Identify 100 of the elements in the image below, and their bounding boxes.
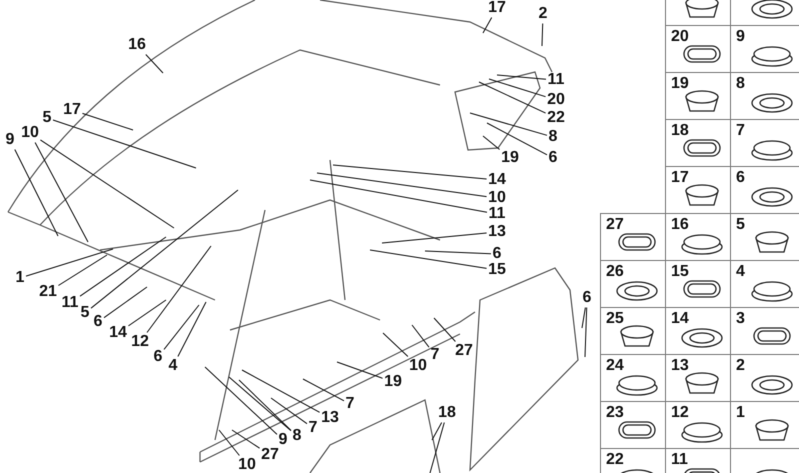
leader-line bbox=[177, 302, 206, 357]
callout-number: 18 bbox=[438, 405, 456, 421]
callout-number: 9 bbox=[6, 132, 14, 148]
callout-number: 14 bbox=[488, 172, 506, 188]
callout-number: 6 bbox=[94, 314, 102, 330]
callout-number: 5 bbox=[42, 110, 52, 126]
callout-number: 7 bbox=[430, 347, 440, 363]
part-number: 16 bbox=[671, 217, 689, 233]
callout-number: 19 bbox=[501, 150, 519, 166]
leader-line bbox=[26, 248, 114, 277]
leader-line bbox=[52, 120, 196, 168]
part-number: 1 bbox=[736, 405, 745, 421]
callout-number: 20 bbox=[547, 92, 565, 108]
callout-number: 10 bbox=[409, 358, 427, 374]
leader-line bbox=[218, 430, 240, 456]
leader-line bbox=[80, 236, 166, 297]
part-number: 26 bbox=[606, 264, 624, 280]
callout-number: 1 bbox=[16, 270, 24, 286]
callout-number: 4 bbox=[168, 358, 178, 374]
callout-number: 6 bbox=[548, 150, 558, 166]
callout-number: 17 bbox=[63, 102, 81, 118]
callout-number: 5 bbox=[80, 305, 90, 321]
part-number: 22 bbox=[606, 452, 624, 468]
leader-line bbox=[238, 380, 292, 431]
leader-line bbox=[482, 136, 500, 150]
part-number: 7 bbox=[736, 123, 745, 139]
callout-number: 17 bbox=[488, 0, 506, 16]
part-number: 3 bbox=[736, 311, 745, 327]
leader-line bbox=[382, 332, 408, 357]
leader-line bbox=[488, 78, 546, 98]
leader-line bbox=[316, 172, 488, 198]
leader-line bbox=[128, 300, 166, 326]
leader-line bbox=[332, 164, 488, 180]
leader-line bbox=[164, 304, 200, 350]
part-number: 6 bbox=[736, 170, 745, 186]
part-number: 15 bbox=[671, 264, 689, 280]
leader-line bbox=[302, 378, 344, 402]
callout-number: 16 bbox=[128, 37, 146, 53]
part-number: 19 bbox=[671, 76, 689, 92]
callout-number: 9 bbox=[278, 432, 288, 448]
callout-number: 8 bbox=[548, 129, 558, 145]
callout-number: 13 bbox=[321, 410, 339, 426]
part-number: 27 bbox=[606, 217, 624, 233]
callout-number: 6 bbox=[492, 246, 502, 262]
part-number: 18 bbox=[671, 123, 689, 139]
part-cell bbox=[600, 213, 666, 261]
callout-number: 11 bbox=[62, 295, 78, 311]
leader-line bbox=[310, 180, 488, 213]
leader-line bbox=[228, 376, 292, 432]
callout-number: 10 bbox=[21, 125, 39, 141]
part-number: 20 bbox=[671, 29, 689, 45]
callout-number: 15 bbox=[488, 262, 506, 278]
leader-line bbox=[270, 398, 308, 424]
part-number: 25 bbox=[606, 311, 624, 327]
leader-line bbox=[204, 366, 278, 435]
part-number: 5 bbox=[736, 217, 745, 233]
leader-line bbox=[482, 17, 492, 34]
callout-number: 10 bbox=[238, 457, 256, 473]
leader-line bbox=[14, 149, 58, 236]
leader-line bbox=[470, 112, 548, 136]
part-number: 4 bbox=[736, 264, 745, 280]
leader-line bbox=[58, 254, 108, 286]
leader-line bbox=[478, 82, 546, 114]
leader-line bbox=[336, 362, 384, 379]
leader-line bbox=[104, 286, 148, 318]
leader-line bbox=[370, 250, 488, 269]
callout-number: 21 bbox=[39, 284, 57, 300]
leader-line bbox=[496, 74, 546, 80]
callout-number: 19 bbox=[384, 374, 402, 390]
callout-number: 10 bbox=[488, 190, 506, 206]
part-number: 11 bbox=[671, 452, 688, 468]
part-number: 8 bbox=[736, 76, 745, 92]
leader-line bbox=[542, 23, 544, 46]
leader-line bbox=[432, 422, 442, 440]
leader-line bbox=[242, 370, 320, 413]
leader-line bbox=[434, 318, 456, 342]
callout-number: 27 bbox=[261, 447, 279, 463]
callout-number: 11 bbox=[488, 206, 506, 222]
leader-line bbox=[146, 246, 212, 333]
callout-number: 6 bbox=[582, 290, 592, 306]
part-number: 24 bbox=[606, 358, 624, 374]
leader-line bbox=[34, 142, 88, 242]
leader-line bbox=[232, 430, 260, 449]
callout-number: 13 bbox=[488, 224, 506, 240]
part-number: 2 bbox=[736, 358, 745, 374]
leader-line bbox=[424, 250, 492, 254]
leader-line bbox=[90, 190, 238, 309]
part-number: 14 bbox=[671, 311, 689, 327]
callout-number: 22 bbox=[547, 110, 565, 126]
leader-line bbox=[40, 139, 174, 228]
part-number: 23 bbox=[606, 405, 624, 421]
callout-number: 12 bbox=[131, 334, 149, 350]
part-number: 12 bbox=[671, 405, 689, 421]
leader-line bbox=[82, 112, 134, 130]
callout-number: 14 bbox=[109, 325, 127, 341]
callout-number: 7 bbox=[308, 420, 318, 436]
leader-line bbox=[412, 324, 430, 348]
callout-number: 7 bbox=[346, 396, 354, 412]
callout-number: 2 bbox=[538, 6, 548, 22]
part-number: 9 bbox=[736, 29, 745, 45]
